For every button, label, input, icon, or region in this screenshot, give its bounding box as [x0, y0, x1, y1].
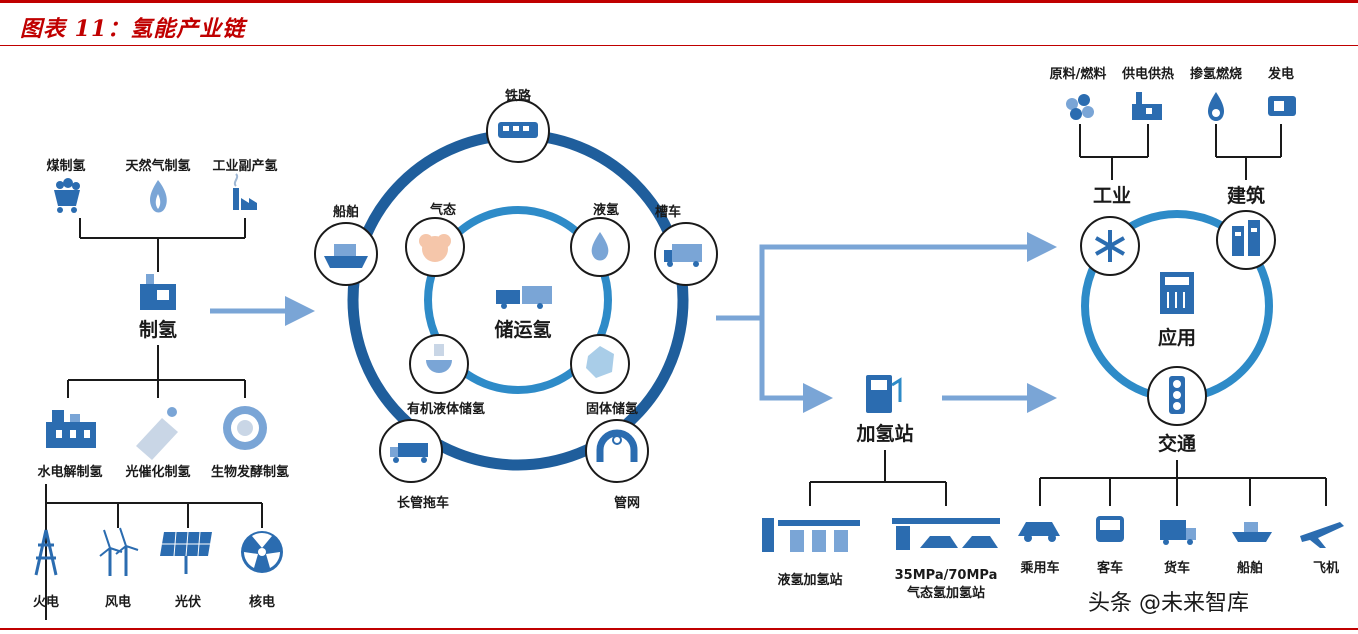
building-item-power-label: 发电 — [1267, 66, 1294, 82]
coal-cart-icon — [54, 178, 80, 213]
traffic-label: 交通 — [1158, 432, 1197, 455]
application-building-node — [1216, 210, 1276, 270]
figure-title: 图表 11：氢能产业链 — [20, 16, 246, 42]
storage-form-solid: 固体储氢 — [570, 334, 638, 417]
station-gas-label: 气态氢加氢站 — [907, 585, 985, 601]
station-center-label: 加氢站 — [855, 422, 913, 445]
traffic-light-icon — [1169, 376, 1185, 414]
industry-item-feedstock-label: 原料/燃料 — [1050, 66, 1107, 82]
car-icon — [1018, 522, 1060, 542]
bus-icon — [1096, 516, 1124, 542]
method-electrolysis-label: 水电解制氢 — [37, 464, 102, 480]
vehicle-ship-label: 船舶 — [1237, 560, 1263, 576]
application-traffic-node — [1147, 366, 1207, 426]
station-liquid-label: 液氢加氢站 — [777, 572, 842, 588]
form-liquid-label: 液氢 — [593, 202, 619, 218]
storage-form-gas: 气态 — [405, 202, 465, 277]
building-label: 建筑 — [1227, 184, 1265, 207]
hydrogen-chain-diagram: 煤制氢 天然气制氢 工业副产氢 制氢 — [33, 66, 1344, 620]
transport-pipeline: 管网 — [585, 419, 649, 511]
arrow-storage-to-application — [716, 232, 1057, 321]
watermark-text: 头条 @未来智库 — [1088, 591, 1249, 616]
ship-vehicle-icon — [1232, 522, 1272, 542]
tank-truck-icon — [672, 244, 702, 262]
station-icon — [866, 375, 902, 413]
building-icon — [1232, 220, 1260, 256]
flame-icon — [150, 180, 167, 213]
industry-label: 工业 — [1093, 185, 1131, 207]
transport-tube-trailer: 长管拖车 — [379, 419, 449, 511]
truck-icon — [1160, 520, 1196, 545]
transport-ship-label: 船舶 — [333, 204, 359, 220]
generator-icon — [1268, 96, 1296, 116]
vehicle-bus-label: 客车 — [1097, 560, 1123, 576]
ship-icon — [324, 256, 368, 268]
transport-pipeline-label: 管网 — [614, 495, 640, 511]
application-center-label: 应用 — [1158, 326, 1196, 349]
bottom-rule — [0, 628, 1358, 630]
bio-fermentation-icon — [223, 406, 267, 450]
building-item-blend-label: 掺氢燃烧 — [1190, 66, 1242, 82]
vehicle-car-label: 乘用车 — [1019, 560, 1059, 576]
industry-item-power-heat-label: 供电供热 — [1121, 66, 1174, 82]
hydrogen-tanker-icon — [496, 286, 552, 309]
source-coal-label: 煤制氢 — [46, 158, 85, 174]
droplet-icon — [591, 232, 609, 261]
method-bio-label: 生物发酵制氢 — [211, 464, 289, 480]
power-thermal-label: 火电 — [33, 594, 59, 610]
heat-plant-icon — [1132, 92, 1162, 120]
water-electrolysis-plant-icon — [46, 410, 96, 448]
liquid-hydrogen-station-icon — [762, 518, 860, 552]
transport-tank-truck: 槽车 — [654, 204, 718, 286]
storage-form-liquid: 液氢 — [570, 202, 630, 277]
station-pressure-label: 35MPa/70MPa — [895, 568, 998, 583]
blend-flame-icon — [1208, 92, 1224, 121]
power-tower-icon — [34, 529, 58, 576]
application-icon — [1160, 272, 1194, 314]
solar-panel-icon — [160, 531, 212, 574]
method-photocatalysis-label: 光催化制氢 — [124, 464, 190, 480]
title-bar: 图表 11：氢能产业链 — [0, 0, 1358, 46]
tube-trailer-icon — [398, 443, 428, 457]
factory-icon — [233, 173, 257, 210]
nuclear-icon — [241, 531, 283, 573]
solar-catalysis-icon — [136, 407, 178, 460]
form-gas-label: 气态 — [430, 202, 456, 218]
form-organic-label: 有机液体储氢 — [407, 401, 485, 417]
vehicle-truck-label: 货车 — [1164, 560, 1190, 576]
pellets-icon — [1066, 94, 1094, 120]
transport-rail-label: 铁路 — [504, 88, 532, 104]
wind-turbine-icon — [99, 527, 139, 576]
storage-form-organic: 有机液体储氢 — [407, 334, 485, 417]
transport-ship: 船舶 — [314, 204, 378, 286]
flask-icon — [426, 360, 452, 373]
production-center-label: 制氢 — [139, 318, 177, 341]
vehicle-plane-label: 飞机 — [1313, 560, 1339, 576]
crystal-icon — [586, 346, 614, 378]
form-solid-label: 固体储氢 — [586, 401, 638, 417]
gas-hydrogen-station-icon — [892, 518, 1000, 550]
power-wind-label: 风电 — [105, 594, 131, 610]
source-gas-label: 天然气制氢 — [125, 158, 190, 174]
power-nuclear-label: 核电 — [249, 594, 275, 610]
airplane-icon — [1300, 522, 1344, 548]
transport-tube-trailer-label: 长管拖车 — [397, 495, 449, 511]
pipeline-icon — [596, 429, 638, 462]
snowflake-icon — [1095, 230, 1125, 262]
power-solar-label: 光伏 — [174, 594, 201, 610]
electrolyzer-icon — [140, 274, 176, 310]
application-industry-node — [1080, 216, 1140, 276]
arrow-storage-to-station — [759, 318, 833, 413]
storage-inner-ring — [424, 206, 612, 394]
source-industrial-label: 工业副产氢 — [212, 158, 277, 174]
storage-center-label: 储运氢 — [494, 318, 551, 341]
transport-tank-truck-label: 槽车 — [655, 204, 681, 220]
transport-rail: 铁路 — [486, 88, 550, 163]
